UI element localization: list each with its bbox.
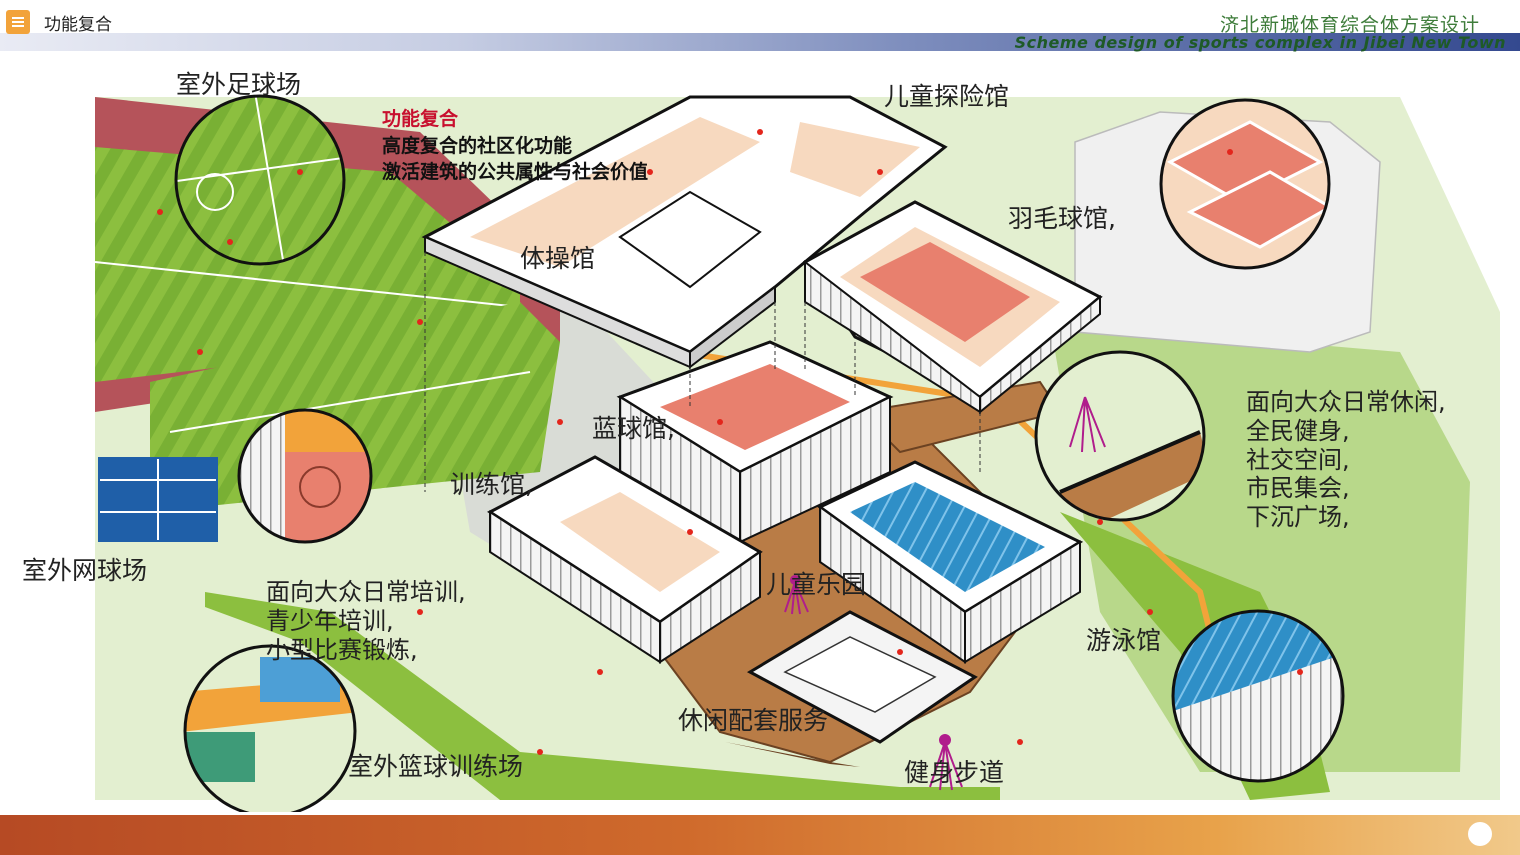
label-training: 训练馆, xyxy=(450,470,533,499)
public-desc-line-1: 面向大众日常休闲, xyxy=(1246,388,1446,416)
label-fitness-trail: 健身步道 xyxy=(904,758,1005,787)
label-badminton: 羽毛球馆, xyxy=(1008,204,1116,233)
training-hall xyxy=(487,455,763,664)
footer-band xyxy=(0,815,1520,855)
training-desc-line-3: 小型比赛锻炼, xyxy=(266,635,418,664)
header: 功能复合 济北新城体育综合体方案设计 Scheme design of spor… xyxy=(0,0,1520,52)
label-outdoor-football: 室外足球场 xyxy=(176,70,302,99)
intro-block: 功能复合 高度复合的社区化功能 激活建筑的公共属性与社会价值 xyxy=(382,106,648,186)
field-lines-2 xyxy=(169,371,531,433)
training-description: 面向大众日常培训, 青少年培训, 小型比赛锻炼, xyxy=(266,578,466,664)
public-desc-line-5: 下沉广场, xyxy=(1246,503,1350,532)
label-outdoor-tennis: 室外网球场 xyxy=(22,556,148,585)
training-desc-line-2: 青少年培训, xyxy=(266,606,394,635)
label-gymnastics: 体操馆 xyxy=(520,244,596,273)
intro-line-2: 激活建筑的公共属性与社会价值 xyxy=(382,161,649,184)
footer-dot-icon xyxy=(1468,822,1492,846)
label-outdoor-basketball: 室外篮球训练场 xyxy=(348,752,524,781)
zoom-swimming xyxy=(1171,609,1345,783)
public-description: 面向大众日常休闲, 全民健身, 社交空间, 市民集会, 下沉广场, xyxy=(1246,388,1446,532)
project-title-cn: 济北新城体育综合体方案设计 xyxy=(1219,14,1480,36)
header-bar xyxy=(0,33,1520,51)
public-desc-line-4: 市民集会, xyxy=(1246,474,1350,503)
label-swimming: 游泳馆 xyxy=(1086,626,1162,655)
intro-line-1: 高度复合的社区化功能 xyxy=(382,134,573,157)
field-lines xyxy=(94,261,521,308)
label-children-adventure: 儿童探险馆 xyxy=(884,82,1010,111)
training-desc-line-1: 面向大众日常培训, xyxy=(266,578,466,606)
gymnastics-hall xyxy=(421,95,948,370)
public-desc-line-2: 全民健身, xyxy=(1246,416,1350,445)
zoom-outdoor-basketball xyxy=(183,644,357,818)
spider-sculpture-icon xyxy=(784,575,963,791)
green-path xyxy=(205,592,1000,800)
people-markers xyxy=(157,129,1303,755)
intro-heading: 功能复合 xyxy=(382,108,459,130)
zoom-badminton xyxy=(1159,98,1331,270)
label-children-park: 儿童乐园 xyxy=(766,570,867,599)
label-basketball: 蓝球馆, xyxy=(592,414,675,443)
project-title-en: Scheme design of sports complex in Jibei… xyxy=(1014,33,1506,52)
basketball-hall xyxy=(616,340,894,544)
zoom-football xyxy=(174,94,346,266)
level-connectors xyxy=(424,252,981,492)
public-desc-line-3: 社交空间, xyxy=(1246,445,1350,474)
label-leisure-service: 休闲配套服务 xyxy=(678,706,829,735)
page-title: 功能复合 xyxy=(44,15,112,35)
diagram-stage: 功能复合 高度复合的社区化功能 激活建筑的公共属性与社会价值 室外足球场 儿童探… xyxy=(0,52,1520,818)
tennis-courts xyxy=(98,457,218,542)
slide-icon xyxy=(6,10,30,34)
swimming-hall xyxy=(817,460,1084,664)
zoom-sunken-plaza xyxy=(1034,350,1206,522)
badminton-hall xyxy=(802,200,1103,415)
axonometric-diagram xyxy=(94,94,1500,818)
leisure-service-box xyxy=(725,610,978,767)
